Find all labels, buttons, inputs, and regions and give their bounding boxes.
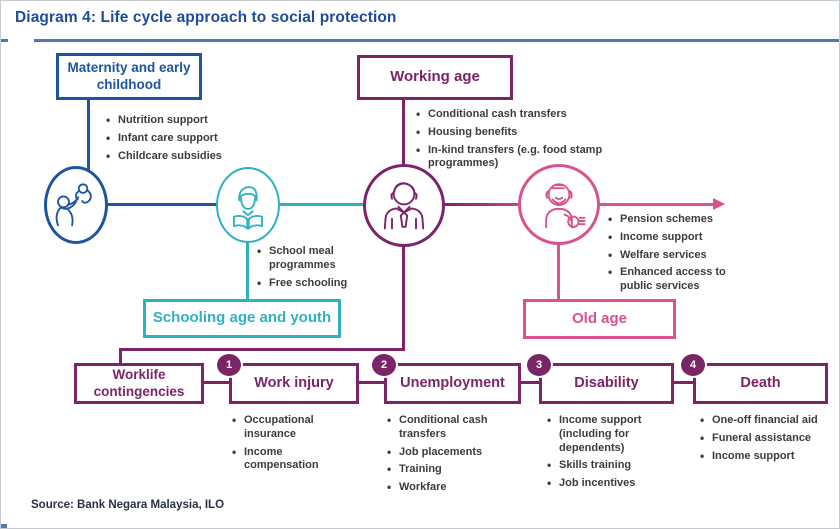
connector-workingage-box	[402, 99, 405, 167]
link-disability-death	[674, 381, 693, 384]
badge-1: 1	[217, 354, 241, 376]
list-item: Conditional cash transfers	[415, 107, 610, 122]
work-injury-box: Work injury	[229, 363, 359, 404]
unemployment-bullet-list: Conditional cash transfers Job placement…	[386, 413, 498, 499]
contingencies-feeder-drop	[119, 348, 122, 364]
maternity-bullet-list: Nutrition support Infant care support Ch…	[105, 113, 265, 167]
disability-label: Disability	[574, 374, 639, 391]
elderly-man-icon	[545, 182, 586, 228]
old-age-bullet-list: Pension schemes Income support Welfare s…	[607, 212, 729, 298]
student-reading-book-icon	[233, 186, 263, 230]
list-item: Free schooling	[256, 276, 356, 291]
schooling-stage-label: Schooling age and youth	[152, 309, 332, 327]
list-item: Training	[386, 462, 498, 477]
connector-oldage-arrow	[597, 203, 714, 206]
list-item: Income compensation	[231, 445, 351, 474]
list-item: School meal programmes	[256, 244, 356, 273]
working-age-circle	[363, 164, 445, 247]
list-item: Income support	[607, 230, 729, 245]
connector-working-contingencies	[402, 245, 405, 351]
list-item: In-kind transfers (e.g. food stamp progr…	[415, 143, 610, 172]
work-injury-label: Work injury	[254, 374, 334, 391]
list-item: Conditional cash transfers	[386, 413, 498, 442]
old-age-circle	[518, 164, 600, 245]
death-box: Death	[693, 363, 828, 404]
title-rule	[34, 39, 839, 42]
list-item: Childcare subsidies	[105, 149, 265, 164]
list-item: Welfare services	[607, 248, 729, 263]
link-unemployment-disability	[521, 381, 539, 384]
source-note: Source: Bank Negara Malaysia, ILO	[31, 499, 225, 511]
old-age-stage-box: Old age	[523, 299, 676, 339]
badge-4-number: 4	[689, 359, 697, 371]
unemployment-box: Unemployment	[384, 363, 521, 404]
list-item: Workfare	[386, 480, 498, 495]
badge-4: 4	[681, 354, 705, 376]
list-item: Enhanced access to public services	[607, 265, 729, 294]
bottom-left-blue-mark	[1, 524, 7, 528]
badge-2-number: 2	[380, 359, 388, 371]
working-age-stage-label: Working age	[390, 68, 480, 86]
worklife-contingencies-box: Worklife contingencies	[74, 363, 204, 404]
connector-working-oldage	[444, 203, 521, 206]
maternity-stage-box: Maternity and early childhood	[56, 53, 202, 100]
list-item: Income support	[699, 449, 839, 464]
mother-and-baby-icon	[55, 183, 92, 227]
connector-maternity-box	[87, 99, 90, 171]
list-item: Funeral assistance	[699, 431, 839, 446]
maternity-stage-label: Maternity and early childhood	[67, 60, 191, 92]
list-item: Infant care support	[105, 131, 265, 146]
page-title: Diagram 4: Life cycle approach to social…	[15, 9, 397, 26]
death-label: Death	[740, 374, 781, 391]
badge-2: 2	[372, 354, 396, 376]
connector-maternity-schooling	[107, 203, 219, 206]
connector-schooling-working	[279, 203, 366, 206]
working-man-tie-icon	[383, 181, 425, 229]
worklife-contingencies-label: Worklife contingencies	[93, 367, 185, 399]
working-age-bullet-list: Conditional cash transfers Housing benef…	[415, 107, 610, 175]
badge-3-number: 3	[535, 359, 543, 371]
list-item: Occupational insurance	[231, 413, 351, 442]
unemployment-label: Unemployment	[400, 374, 505, 391]
schooling-circle	[216, 167, 280, 243]
list-item: Skills training	[546, 458, 658, 473]
work-injury-bullet-list: Occupational insurance Income compensati…	[231, 413, 351, 477]
connector-oldage-box	[557, 243, 560, 299]
list-item: Job placements	[386, 445, 498, 460]
old-age-stage-label: Old age	[571, 309, 627, 327]
list-item: Nutrition support	[105, 113, 265, 128]
maternity-circle	[44, 166, 108, 244]
badge-1-number: 1	[225, 359, 233, 371]
schooling-stage-box: Schooling age and youth	[143, 299, 341, 338]
list-item: Income support (including for dependents…	[546, 413, 658, 455]
list-item: Pension schemes	[607, 212, 729, 227]
list-item: Housing benefits	[415, 125, 610, 140]
disability-bullet-list: Income support (including for dependents…	[546, 413, 658, 495]
working-age-stage-box: Working age	[357, 55, 513, 100]
badge-3: 3	[527, 354, 551, 376]
disability-box: Disability	[539, 363, 674, 404]
schooling-bullet-list: School meal programmes Free schooling	[256, 244, 356, 294]
lifecycle-arrowhead-icon	[713, 198, 725, 210]
death-bullet-list: One-off financial aid Funeral assistance…	[699, 413, 839, 467]
connector-schooling-box	[246, 241, 249, 299]
list-item: Job incentives	[546, 476, 658, 491]
contingencies-feeder-line	[119, 348, 405, 351]
title-rule-dash	[1, 39, 8, 42]
link-workinjury-unemployment	[359, 381, 384, 384]
link-worklife-workinjury	[204, 381, 229, 384]
list-item: One-off financial aid	[699, 413, 839, 428]
